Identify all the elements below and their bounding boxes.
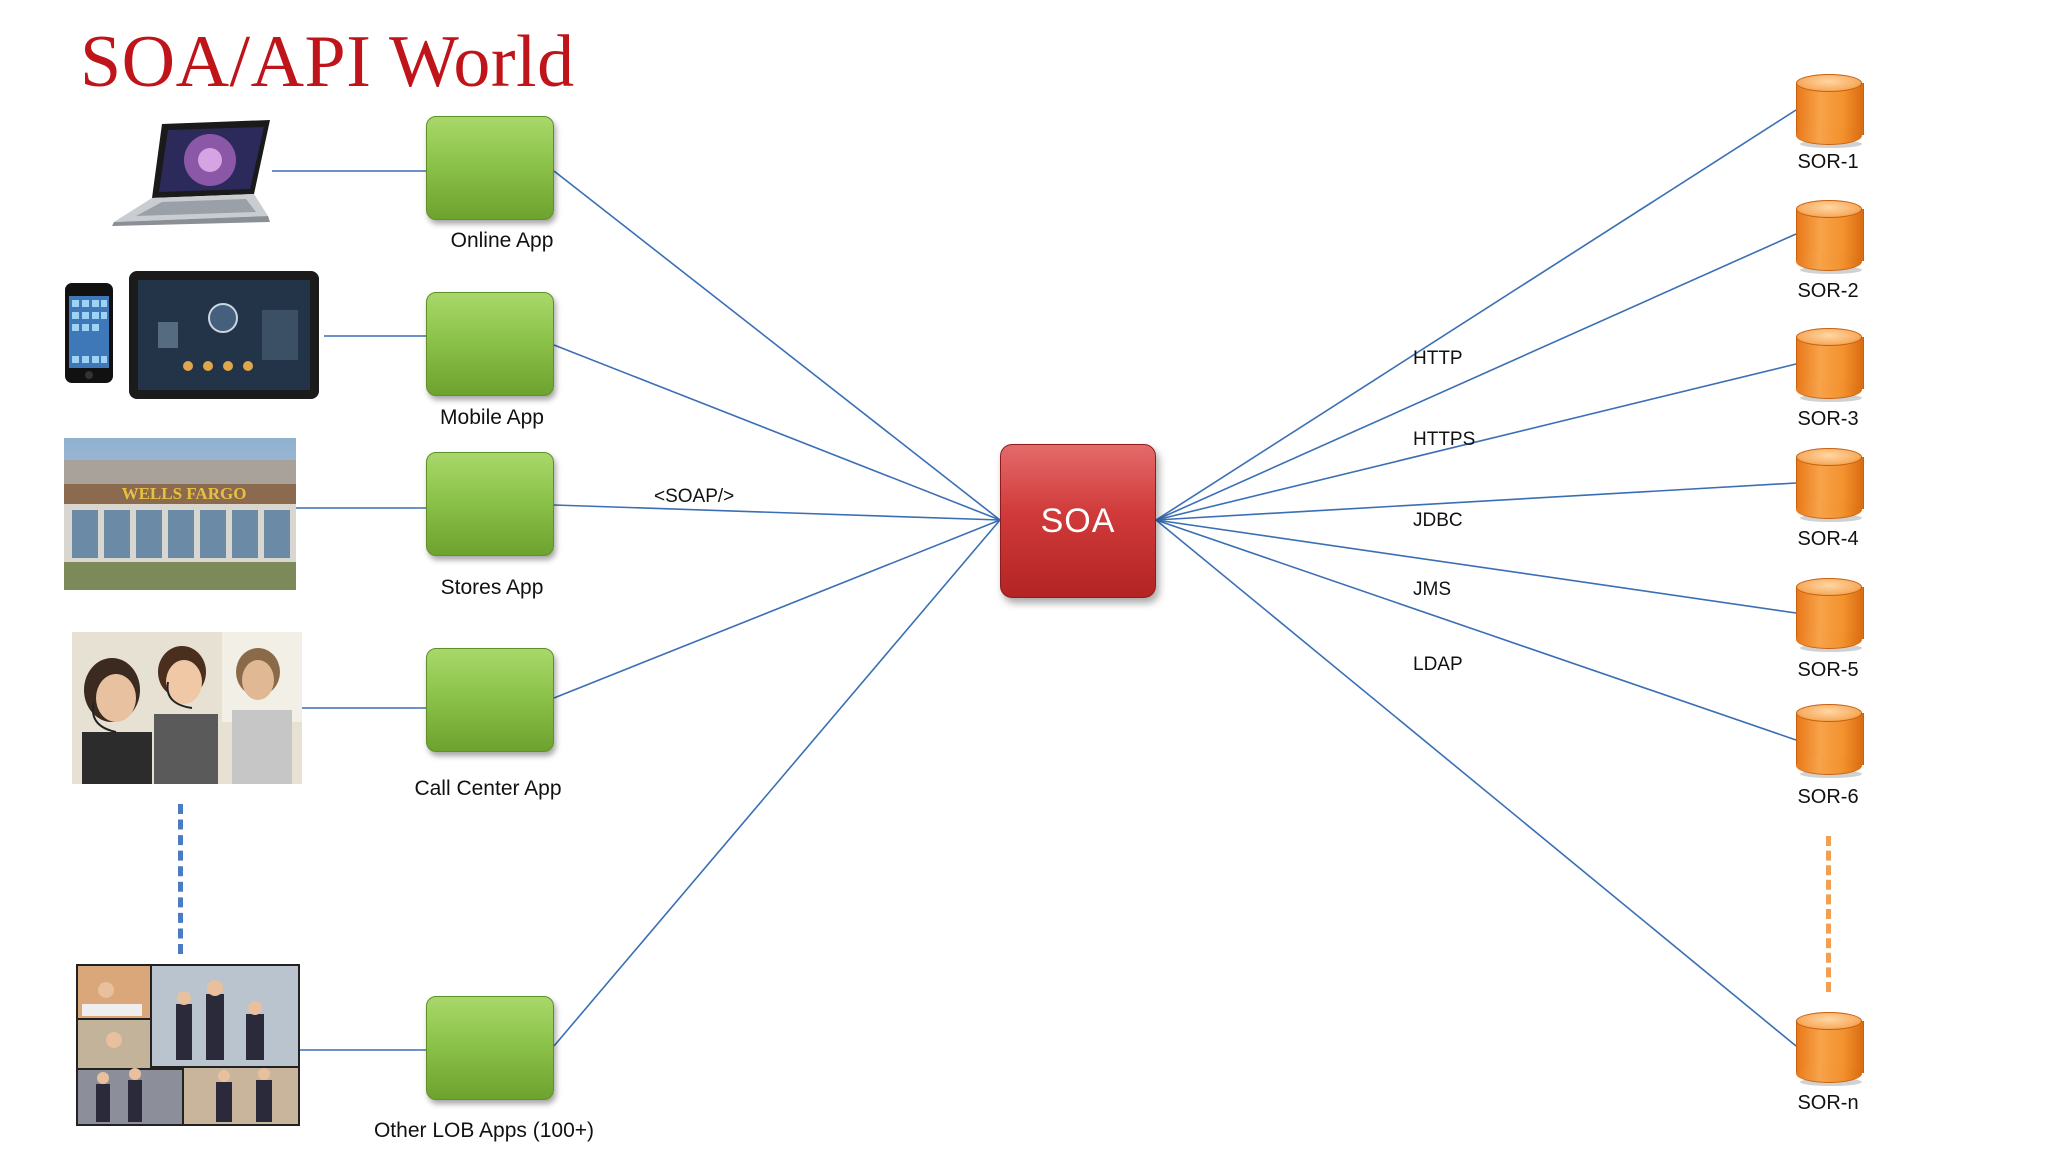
sor-1-label: SOR-1 — [1797, 151, 1859, 173]
mobile-app-box — [426, 292, 554, 396]
connector-soa-sor-4 — [1155, 482, 1797, 521]
connector-soa-sor-1 — [1155, 109, 1797, 521]
sor-2-database-icon — [1796, 200, 1864, 274]
business-collage-image — [76, 964, 300, 1126]
protocol-ldap-label: LDAP — [1413, 654, 1463, 675]
other-lob-apps-box — [426, 996, 554, 1100]
mobile-app-label: Mobile App — [440, 406, 544, 429]
soa-hub-box: SOA — [1000, 444, 1156, 598]
more-channels-ellipsis — [178, 804, 183, 954]
connector-soa-sor-3 — [1155, 363, 1797, 521]
connector-callcenter-app-soa — [553, 519, 1001, 699]
tablet-image — [128, 270, 320, 400]
call-center-image — [72, 632, 302, 784]
sor-1-database-icon — [1796, 74, 1864, 148]
protocol-http-label: HTTP — [1413, 348, 1463, 369]
sor-n-label: SOR-n — [1797, 1092, 1859, 1114]
sor-6-database-icon — [1796, 704, 1864, 778]
other-lob-apps-label: Other LOB Apps (100+) — [373, 1119, 595, 1142]
online-app-label: Online App — [450, 229, 554, 252]
sor-6-label: SOR-6 — [1797, 786, 1859, 808]
sor-2-label: SOR-2 — [1797, 280, 1859, 302]
sor-3-label: SOR-3 — [1797, 408, 1859, 430]
more-sors-ellipsis — [1826, 836, 1831, 992]
smartphone-image — [64, 282, 114, 384]
call-center-app-box — [426, 648, 554, 752]
connector-soa-sor-6 — [1155, 519, 1797, 741]
connector-mobile-app-soa — [553, 344, 1001, 521]
online-app-box — [426, 116, 554, 220]
laptop-image — [92, 118, 272, 226]
sor-5-label: SOR-5 — [1797, 659, 1859, 681]
call-center-app-label: Call Center App — [414, 777, 562, 800]
stores-app-box — [426, 452, 554, 556]
connector-lob-app-soa — [553, 519, 1001, 1047]
store-image: WELLS FARGO — [64, 438, 296, 590]
connector-soa-sor-5 — [1155, 519, 1797, 614]
sor-3-database-icon — [1796, 328, 1864, 402]
sor-4-label: SOR-4 — [1797, 528, 1859, 550]
sor-5-database-icon — [1796, 578, 1864, 652]
slide-title: SOA/API World — [80, 21, 575, 103]
connector-soa-sor-n — [1155, 519, 1797, 1047]
protocol-jdbc-label: JDBC — [1413, 510, 1463, 531]
sor-n-database-icon — [1796, 1012, 1864, 1086]
soap-message-label: <SOAP/> — [654, 486, 735, 507]
connector-online-app-soa — [553, 170, 1001, 521]
connector-stores-app-soa — [553, 504, 1001, 521]
stores-app-label: Stores App — [440, 576, 544, 599]
protocol-jms-label: JMS — [1413, 579, 1451, 600]
connector-soa-sor-2 — [1155, 233, 1797, 521]
sor-4-database-icon — [1796, 448, 1864, 522]
store-sign-text: WELLS FARGO — [122, 484, 247, 503]
soa-hub-label: SOA — [1040, 501, 1116, 540]
protocol-https-label: HTTPS — [1413, 429, 1476, 450]
